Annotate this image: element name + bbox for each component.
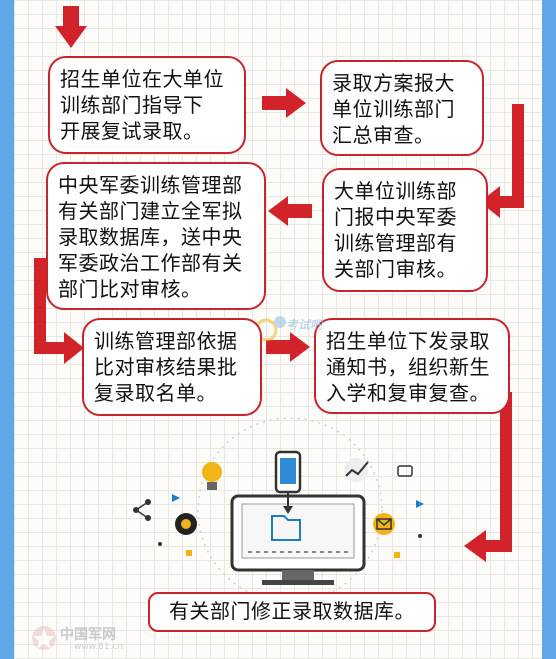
step5-line-3: 复录取名单。 <box>94 381 217 405</box>
step-box-6: 招生单位下发录取 通知书，组织新生 入学和复审复查。 <box>314 318 510 414</box>
watermark-center-text: 考试吧 <box>286 318 323 332</box>
step-box-4: 中央军委训练管理部 有关部门建立全军拟 录取数据库，送中央 军委政治工作部有关 … <box>46 162 266 310</box>
left-frame-bar <box>0 0 14 659</box>
step3-line-3: 训练管理部有 <box>334 231 457 255</box>
step1-line-3: 开展复试录取。 <box>60 119 204 143</box>
step1-line-2: 训练部门指导下 <box>60 93 204 117</box>
computer-illustration <box>133 417 424 603</box>
step6-line-2: 通知书，组织新生 <box>326 355 490 379</box>
step6-line-1: 招生单位下发录取 <box>326 329 490 353</box>
step-box-3: 大单位训练部 门报中央军委 训练管理部有 关部门审核。 <box>322 168 488 292</box>
step-box-2: 录取方案报大 单位训练部门 汇总审查。 <box>320 60 484 156</box>
step-box-5: 训练管理部依据 比对审核结果批 复录取名单。 <box>82 318 262 416</box>
step3-line-1: 大单位训练部 <box>334 179 457 203</box>
step6-line-3: 入学和复审复查。 <box>326 381 490 405</box>
site-logo-star <box>32 626 56 650</box>
step4-line-3: 录取数据库，送中央 <box>58 225 243 249</box>
step4-line-2: 有关部门建立全军拟 <box>58 199 243 223</box>
step7-line-1: 有关部门修正录取数据库。 <box>169 599 415 623</box>
arrow-step4-to-step5 <box>34 258 84 364</box>
step3-line-4: 关部门审核。 <box>334 257 457 281</box>
step4-line-1: 中央军委训练管理部 <box>58 173 243 197</box>
arrow-step5-to-step6 <box>266 332 310 362</box>
step5-line-1: 训练管理部依据 <box>94 329 238 353</box>
arrow-step2-to-step3 <box>480 104 524 218</box>
step2-line-1: 录取方案报大 <box>332 71 455 95</box>
step-box-7: 有关部门修正录取数据库。 <box>148 592 436 632</box>
arrow-step1-to-step2 <box>262 88 306 118</box>
step4-line-5: 部门比对审核。 <box>58 277 202 301</box>
site-logo-url: www.81.cn <box>74 642 124 652</box>
step5-line-2: 比对审核结果批 <box>94 355 238 379</box>
step-box-1: 招生单位在大单位 训练部门指导下 开展复试录取。 <box>48 56 246 154</box>
step1-line-1: 招生单位在大单位 <box>60 67 224 91</box>
step3-line-2: 门报中央军委 <box>334 205 457 229</box>
arrow-top-down <box>55 6 87 48</box>
step2-line-2: 单位训练部门 <box>332 97 455 121</box>
step4-line-4: 军委政治工作部有关 <box>58 251 243 275</box>
step2-line-3: 汇总审查。 <box>332 123 435 147</box>
arrow-step6-to-step7 <box>464 392 512 562</box>
right-frame-bar <box>542 0 556 659</box>
arrow-step3-to-step4 <box>268 196 312 226</box>
site-logo-text: 中国军网 <box>60 627 116 643</box>
